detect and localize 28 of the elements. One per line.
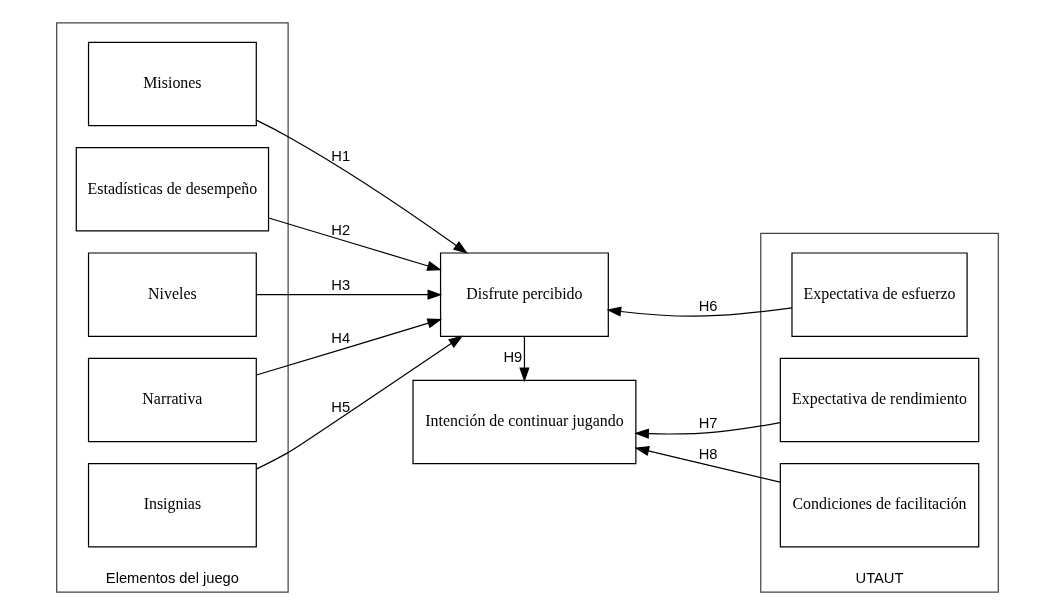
arrow: [255, 289, 442, 300]
arrow: [267, 217, 442, 271]
node-box: Niveles: [87, 252, 257, 337]
edge-label: H2: [330, 222, 350, 239]
edge-label: H7: [698, 414, 717, 431]
edge-label: H4: [330, 330, 350, 347]
node-box: Intención de continuar jugando: [411, 379, 636, 465]
edge-label: H9: [502, 349, 522, 366]
node-box: Disfrute percibido: [439, 252, 609, 337]
edge-label: H3: [330, 277, 350, 294]
arrow: [606, 306, 793, 317]
edge-label: H5: [330, 398, 350, 415]
node-box: Estadísticas de desempeño: [75, 147, 269, 232]
edge-label: H8: [698, 446, 717, 463]
node-box: Narrativa: [87, 357, 257, 443]
arrow: [255, 119, 468, 254]
node-box: Condiciones de facilitación: [779, 463, 979, 548]
node-box: Misiones: [87, 41, 257, 127]
edge-label: H6: [698, 298, 717, 315]
arrow: [633, 422, 781, 439]
edge-label: H1: [330, 147, 350, 164]
node-box: Insignias: [87, 463, 257, 548]
arrow: [633, 446, 781, 483]
node-box: Expectativa de rendimiento: [779, 357, 979, 443]
node-box: Expectativa de esfuerzo: [790, 252, 968, 337]
arrow: [255, 318, 442, 376]
arrow: [518, 335, 530, 383]
arrow: [255, 335, 463, 470]
